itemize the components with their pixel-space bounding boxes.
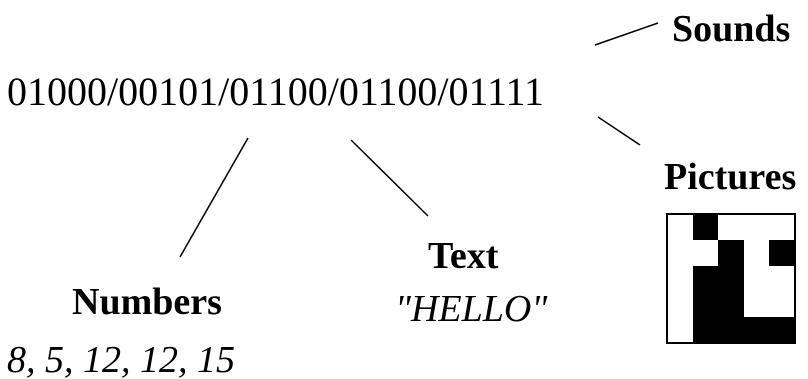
sounds-label: Sounds (672, 8, 791, 50)
text-label: Text (428, 235, 499, 277)
pixel-cell (668, 316, 694, 342)
pixel-cell (768, 291, 794, 317)
pictures-label: Pictures (664, 156, 797, 198)
line-to-sounds (594, 22, 659, 46)
pixel-cell (718, 291, 744, 317)
binary-string: 01000/00101/01100/01100/01111 (7, 69, 545, 114)
text-example: "HELLO" (395, 288, 548, 330)
numbers-example: 8, 5, 12, 12, 15 (7, 339, 235, 379)
pixel-cell (668, 265, 694, 292)
pixel-cell (743, 291, 769, 317)
pixel-cell (693, 215, 719, 241)
pixel-cell (693, 240, 719, 266)
pixel-picture (666, 213, 796, 344)
pixel-cell (668, 291, 694, 317)
pixel-cell (743, 316, 769, 342)
pixel-cell (743, 215, 769, 241)
pixel-cell (768, 316, 794, 342)
pixel-cell (718, 240, 744, 266)
line-to-numbers (179, 137, 249, 258)
pixel-cell (693, 291, 719, 317)
pixel-cell (718, 265, 744, 292)
pixel-cell (768, 240, 794, 266)
pixel-cell (693, 265, 719, 292)
pixel-cell (743, 240, 769, 266)
pixel-cell (718, 316, 744, 342)
pixel-cell (768, 215, 794, 241)
pixel-cell (718, 215, 744, 241)
pixel-cell (693, 316, 719, 342)
pixel-cell (668, 215, 694, 241)
pixel-cell (768, 265, 794, 292)
pixel-cell (668, 240, 694, 266)
line-to-pictures (597, 116, 641, 146)
pixel-cell (743, 265, 769, 292)
line-to-text (350, 139, 429, 217)
numbers-label: Numbers (72, 281, 222, 323)
